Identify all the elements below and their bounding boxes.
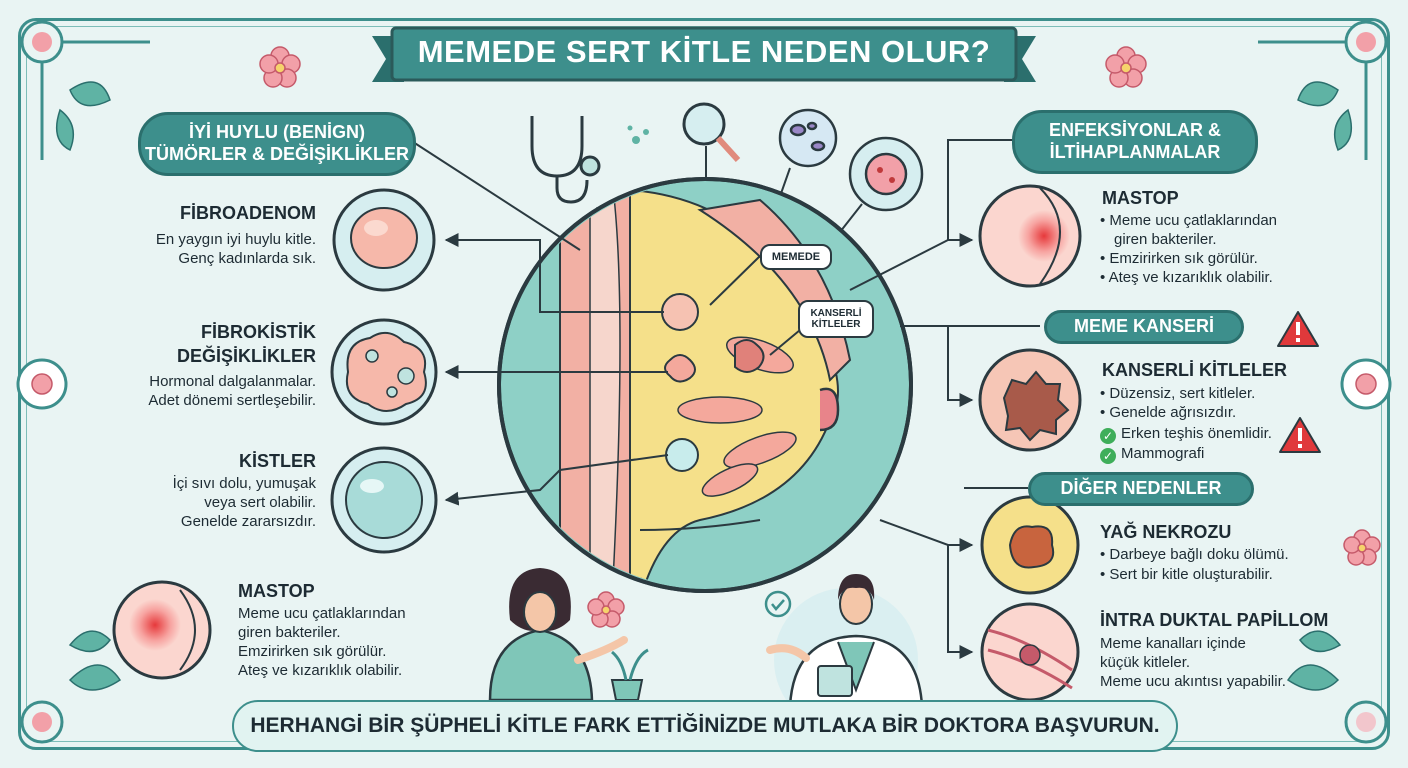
virus-icon	[848, 136, 924, 212]
bottom-warning-text: HERHANGİ BİR ŞÜPHELİ KİTLE FARK ETTİĞİNİ…	[250, 714, 1160, 737]
mastitis-left-line4: Ateş ve kızarıklık olabilir.	[238, 662, 403, 679]
mastitis-right-bullet2: • Emzirirken sık görülür.	[1100, 250, 1258, 267]
fibroadenoma-title: FİBROADENOM	[180, 203, 316, 223]
other-section-header: DİĞER NEDENLER	[1028, 472, 1254, 506]
corner-ornament-br	[1344, 700, 1388, 744]
corner-ornament-tl	[20, 20, 150, 160]
benign-section-header: İYİ HUYLU (BENİGN) TÜMÖRLER & DEĞİŞİKLİK…	[138, 112, 416, 176]
corner-ornament-bl	[20, 700, 64, 744]
papilloma-line3: Meme ucu akıntısı yapabilir.	[1100, 673, 1286, 690]
fibrocystic-title-line2: DEĞİŞİKLİKLER	[176, 346, 316, 366]
cancer-bullet2-text: Genelde ağrısızdır.	[1109, 404, 1237, 421]
mastitis-right-bullet1-cont: giren bakteriler.	[1114, 231, 1217, 248]
check-icon	[764, 590, 792, 618]
fat-necrosis-title: YAĞ NEKROZU	[1100, 522, 1232, 542]
cancer-section-header: MEME KANSERİ	[1044, 310, 1244, 344]
fibrocystic-line1: Hormonal dalgalanmalar.	[149, 373, 316, 390]
cancer-mass-illustration	[978, 348, 1082, 452]
cancer-label-line2: KİTLELER	[811, 319, 861, 330]
cysts-line2: veya sert olabilir.	[204, 494, 316, 511]
cancer-bullet2: • Genelde ağrısızdır.	[1100, 404, 1237, 421]
papilloma-line2: küçük kitleler.	[1100, 654, 1191, 671]
mastitis-left-line1: Meme ucu çatlaklarından	[238, 605, 406, 622]
fibroadenoma-illustration	[332, 188, 436, 292]
side-medallion-left	[16, 358, 68, 410]
leaf-icon	[55, 81, 1353, 691]
fat-necrosis-illustration	[980, 495, 1080, 595]
cancer-check2-text: Mammografi	[1121, 445, 1205, 462]
benign-header-line2: TÜMÖRLER & DEĞİŞİKLİKLER	[145, 144, 409, 164]
mastitis-left-line2: giren bakteriler.	[238, 624, 341, 641]
infection-header-line2: İLTİHAPLANMALAR	[1049, 142, 1221, 162]
flower-icon	[259, 46, 1381, 628]
bottom-warning-banner: HERHANGİ BİR ŞÜPHELİ KİTLE FARK ETTİĞİNİ…	[232, 700, 1178, 752]
mastitis-left-line3: Emzirirken sık görülür.	[238, 643, 387, 660]
cancer-bullet1-text: Düzensiz, sert kitleler.	[1109, 385, 1256, 402]
mastitis-right-bullet1-text: Meme ucu çatlaklarından	[1109, 212, 1278, 229]
cancer-label-line1: KANSERLİ	[810, 308, 862, 319]
cancer-header-text: MEME KANSERİ	[1073, 316, 1214, 337]
papilloma-illustration	[980, 602, 1080, 702]
mastitis-right-bullet2-text: Emzirirken sık görülür.	[1109, 250, 1258, 267]
memede-label-text: MEMEDE	[771, 251, 821, 263]
infection-section-header: ENFEKSİYONLAR & İLTİHAPLANMALAR	[1012, 110, 1258, 174]
cancer-check1: ✓ Erken teşhis önemlidir.	[1100, 424, 1272, 444]
bacteria-icon	[778, 108, 838, 168]
fibrocystic-line2: Adet dönemi sertleşebilir.	[148, 392, 316, 409]
memede-label: MEMEDE	[760, 244, 832, 270]
cancer-bullet1: • Düzensiz, sert kitleler.	[1100, 385, 1256, 402]
cyst-illustration	[330, 446, 438, 554]
mastitis-right-title: MASTOP	[1102, 188, 1179, 208]
cysts-line1: İçi sıvı dolu, yumuşak	[172, 475, 316, 492]
title-ribbon	[372, 26, 1036, 82]
plant-pot-icon	[610, 648, 649, 701]
warning-icon	[1277, 311, 1319, 347]
fat-necrosis-bullet1-text: Darbeye bağlı doku ölümü.	[1109, 546, 1289, 563]
mastitis-right-bullet3: • Ateş ve kızarıklık olabilir.	[1100, 269, 1273, 286]
mastitis-right-bullet1: • Meme ucu çatlaklarından	[1100, 212, 1278, 229]
mastitis-right-bullet3-text: Ateş ve kızarıklık olabilir.	[1108, 269, 1273, 286]
stethoscope-icon	[530, 116, 601, 204]
check-icon: ✓	[1100, 428, 1116, 444]
fat-necrosis-bullet2-text: Sert bir kitle oluşturabilir.	[1109, 566, 1273, 583]
cancer-title: KANSERLİ KİTLELER	[1102, 360, 1288, 380]
patient-illustration	[488, 568, 628, 702]
check-icon: ✓	[1100, 448, 1116, 464]
cysts-title: KİSTLER	[238, 451, 316, 471]
cysts-line3: Genelde zararsızdır.	[180, 513, 316, 530]
papilloma-title: İNTRA DUKTAL PAPİLLOM	[1100, 610, 1329, 630]
other-header-text: DİĞER NEDENLER	[1060, 478, 1222, 499]
papilloma-line1: Meme kanalları içinde	[1100, 635, 1246, 652]
cancer-check1-text: Erken teşhis önemlidir.	[1121, 425, 1272, 442]
bacteria-icon-small	[627, 125, 649, 144]
mastitis-illustration-left	[112, 580, 212, 680]
cancer-mass-label: KANSERLİ KİTLELER	[798, 300, 874, 338]
fibroadenoma-line1: En yaygın iyi huylu kitle.	[155, 231, 316, 248]
doctor-illustration	[766, 574, 924, 732]
fibrocystic-illustration	[330, 318, 438, 426]
breast-diagram	[497, 177, 913, 593]
corner-ornament-tr	[1258, 20, 1388, 160]
fat-necrosis-bullet2: • Sert bir kitle oluşturabilir.	[1100, 566, 1273, 583]
mastitis-left-title: MASTOP	[238, 581, 315, 601]
side-medallion-right	[1340, 358, 1392, 410]
page-title: MEMEDE SERT KİTLE NEDEN OLUR?	[417, 34, 991, 69]
fibrocystic-title-line1: FİBROKİSTİK	[201, 322, 316, 342]
warning-icon	[1279, 417, 1321, 453]
infection-header-line1: ENFEKSİYONLAR &	[1048, 120, 1221, 141]
fat-necrosis-bullet1: • Darbeye bağlı doku ölümü.	[1100, 546, 1289, 563]
fibroadenoma-line2: Genç kadınlarda sık.	[178, 250, 316, 267]
benign-header-line1: İYİ HUYLU (BENİGN)	[188, 122, 365, 143]
magnifier-icon	[682, 102, 741, 163]
cancer-check2: ✓ Mammografi	[1100, 444, 1204, 464]
mastitis-illustration-right	[978, 184, 1082, 288]
